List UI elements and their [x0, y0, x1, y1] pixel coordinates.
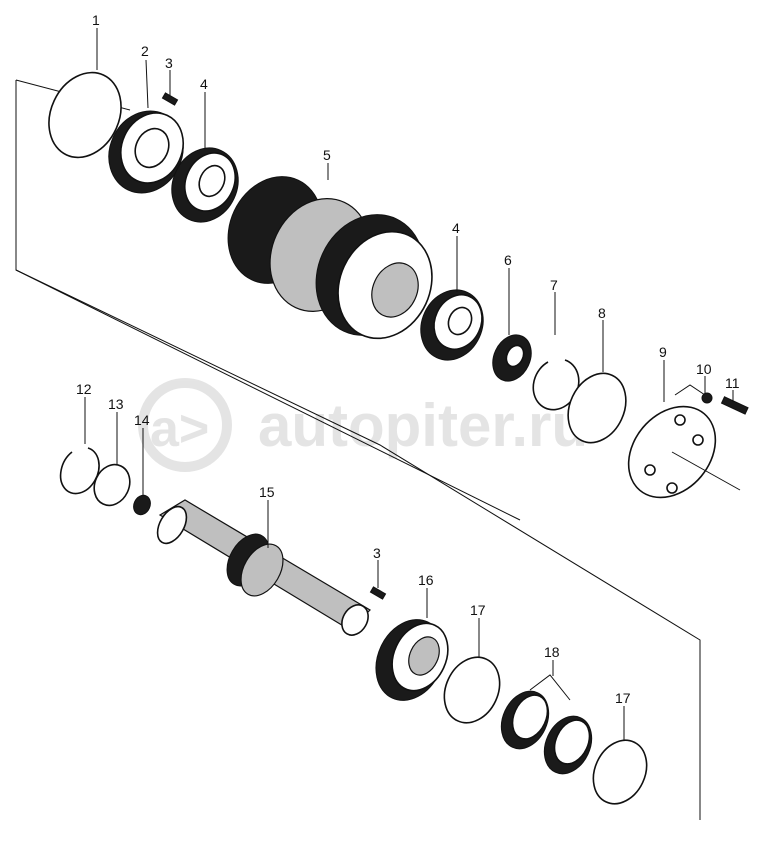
callout-17-lower: 17	[615, 690, 631, 706]
part-10-washer	[701, 392, 713, 404]
part-1-snap-ring	[48, 71, 122, 159]
callout-18: 18	[544, 644, 560, 660]
leader-lines	[84, 28, 734, 740]
callout-3: 3	[165, 55, 173, 71]
callout-4: 4	[200, 76, 208, 92]
part-13-seal-ring	[93, 463, 131, 507]
part-5-gear-cluster	[227, 176, 433, 340]
part-4-roller-bearing-lower	[420, 289, 484, 361]
part-4-roller-bearing-upper	[171, 147, 239, 223]
part-17-o-ring-upper	[443, 656, 501, 724]
part-18-bearing-set	[500, 674, 593, 775]
part-3-pin	[161, 92, 179, 106]
callout-10: 10	[696, 361, 712, 377]
part-7-retaining-ring	[532, 359, 580, 411]
callout-7: 7	[550, 277, 558, 293]
callout-16: 16	[418, 572, 434, 588]
watermark: a> autopiter.ru	[138, 378, 588, 472]
part-17-o-ring-lower	[592, 739, 648, 805]
part-14-nut	[133, 494, 151, 516]
part-8-o-ring	[567, 372, 627, 444]
part-3-pin-lower	[369, 586, 387, 600]
callout-12: 12	[76, 381, 92, 397]
svg-text:a>: a>	[150, 400, 209, 458]
callout-3-lower: 3	[373, 545, 381, 561]
callout-4-lower: 4	[452, 220, 460, 236]
callout-14: 14	[134, 412, 150, 428]
callout-5: 5	[323, 147, 331, 163]
callout-1: 1	[92, 12, 100, 28]
part-6-nut	[492, 334, 532, 382]
part-15-shaft	[156, 499, 371, 636]
part-12-snap-ring	[59, 447, 100, 495]
callout-2: 2	[141, 43, 149, 59]
callout-labels: 1 2 3 4 5 4 6 7 8 9 10 11 12 13 14 15 3 …	[76, 12, 740, 706]
callout-9: 9	[659, 344, 667, 360]
callout-15: 15	[259, 484, 275, 500]
part-16-bearing	[375, 619, 449, 701]
watermark-text: autopiter.ru	[258, 392, 588, 459]
callout-6: 6	[504, 252, 512, 268]
part-9-cover-plate	[627, 384, 741, 499]
callout-13: 13	[108, 396, 124, 412]
callout-17: 17	[470, 602, 486, 618]
part-11-bolt	[720, 396, 749, 415]
callout-8: 8	[598, 305, 606, 321]
callout-11: 11	[725, 375, 740, 391]
